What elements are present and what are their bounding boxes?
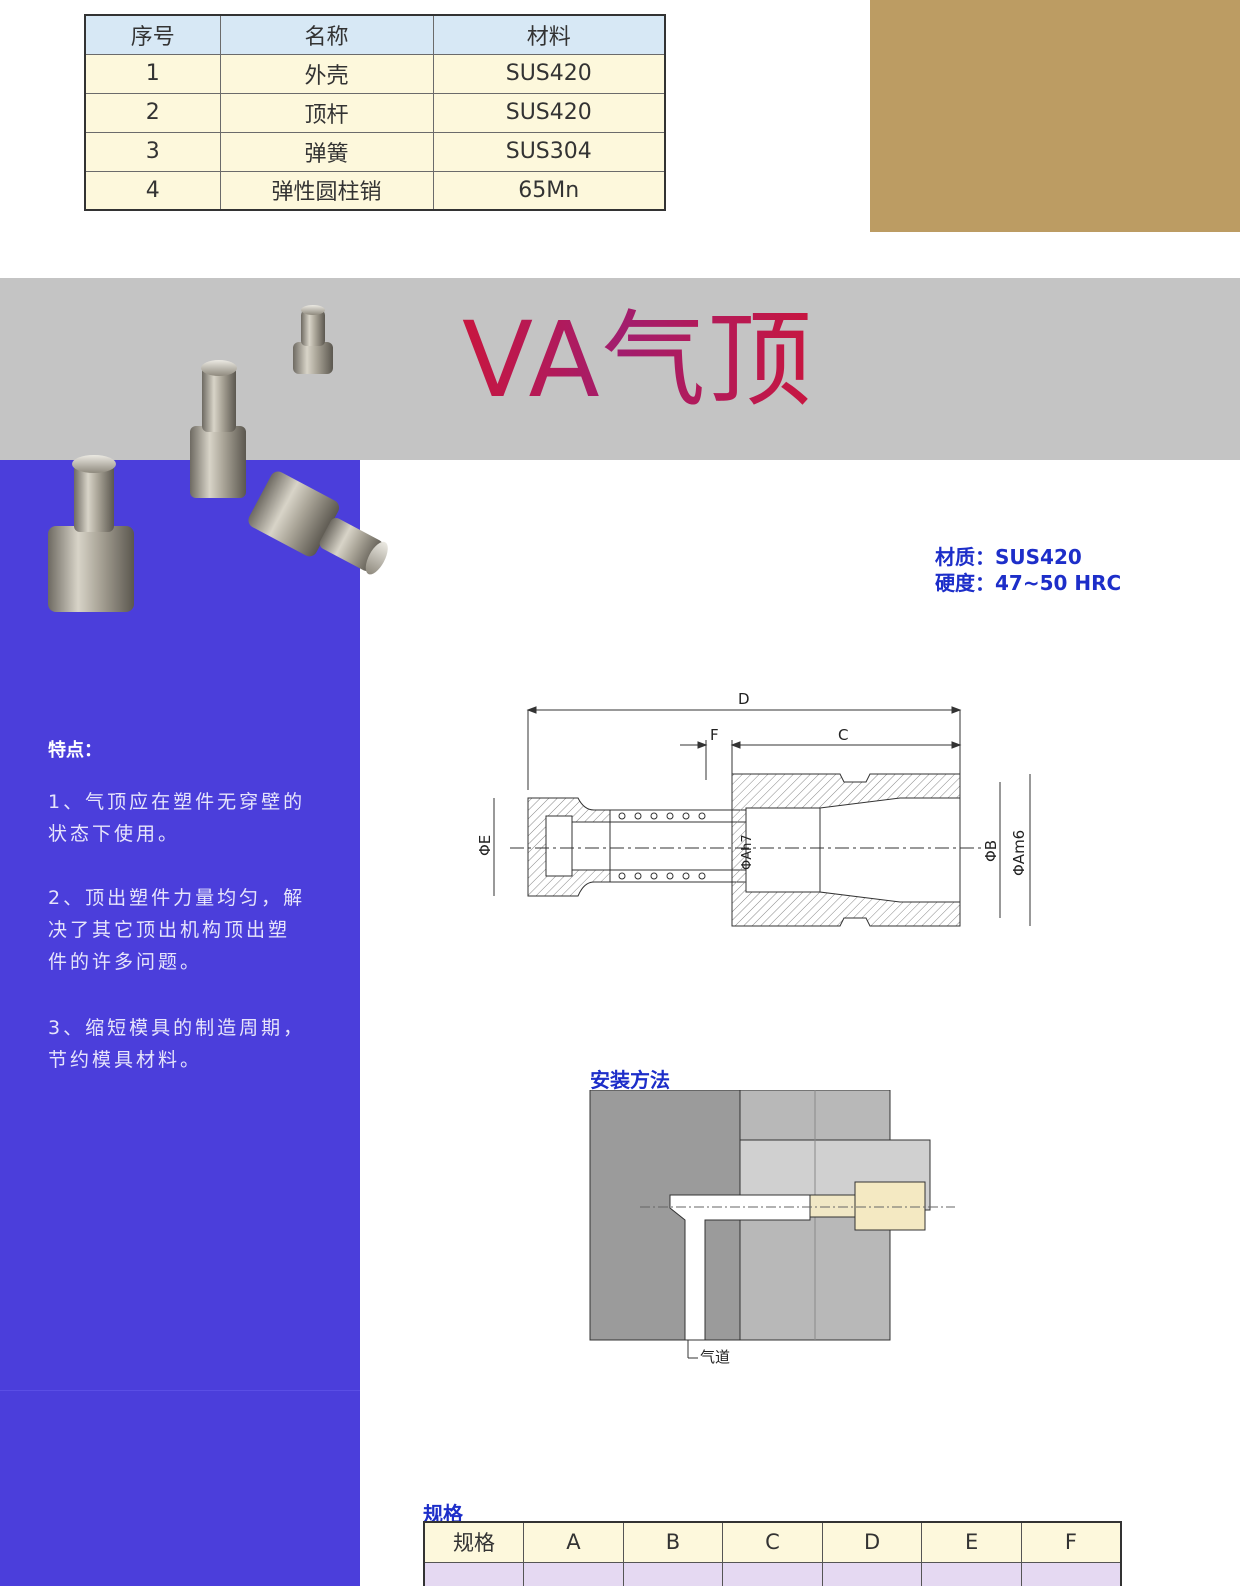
- technical-drawing: D F C ΦE ΦAh7 ΦB ΦAm6: [476, 690, 1031, 927]
- table-cell: 弹性圆柱销: [219, 170, 434, 211]
- table-cell: 顶杆: [219, 92, 434, 133]
- install-diagram: 气道: [589, 1090, 955, 1366]
- table-cell: 4: [84, 170, 221, 211]
- dim-phiam6-label: ΦAm6: [1010, 830, 1028, 876]
- dim-f-label: F: [710, 726, 719, 744]
- medium-pin-icon: [190, 360, 246, 498]
- large-pin-icon: [48, 455, 134, 612]
- table-row: [423, 1561, 1122, 1586]
- table-cell: 2: [84, 92, 221, 133]
- materials-header-cell: 材料: [432, 14, 666, 55]
- table-cell: [622, 1561, 724, 1586]
- table-cell: [722, 1561, 823, 1586]
- size-header-cell: 规格: [423, 1521, 525, 1563]
- size-header-cell: D: [821, 1521, 923, 1563]
- spec-material: 材质：SUS420: [935, 545, 1082, 569]
- materials-header-cell: 名称: [219, 14, 434, 55]
- sidebar-divider: [0, 1390, 360, 1391]
- table-row: 4 弹性圆柱销 65Mn: [84, 170, 666, 211]
- table-cell: [1020, 1561, 1122, 1586]
- dim-phib-label: ΦB: [982, 840, 1000, 862]
- table-cell: 3: [84, 131, 221, 172]
- feature-item: 1、气顶应在塑件无穿壁的状态下使用。: [48, 791, 306, 845]
- table-cell: [821, 1561, 923, 1586]
- page-title: VA气顶: [462, 299, 814, 421]
- table-cell: [921, 1561, 1022, 1586]
- table-cell: 外壳: [219, 53, 434, 94]
- product-photo: [48, 305, 388, 612]
- table-cell: 65Mn: [432, 170, 666, 211]
- table-cell: SUS304: [432, 131, 666, 172]
- size-header-row: 规格 A B C D E F: [423, 1521, 1122, 1563]
- table-cell: [523, 1561, 624, 1586]
- spec-hardness: 硬度：47~50 HRC: [935, 571, 1122, 595]
- table-cell: 弹簧: [219, 131, 434, 172]
- table-row: 1 外壳 SUS420: [84, 53, 666, 94]
- size-header-cell: B: [622, 1521, 724, 1563]
- dim-phiah7-label: ΦAh7: [740, 834, 755, 870]
- features-title: 特点：: [48, 740, 102, 761]
- size-header-cell: F: [1020, 1521, 1122, 1563]
- materials-header-row: 序号 名称 材料: [84, 14, 666, 55]
- table-row: 3 弹簧 SUS304: [84, 131, 666, 172]
- feature-item: 2、顶出塑件力量均匀，解决了其它顶出机构顶出塑件的许多问题。: [48, 887, 306, 973]
- table-cell: SUS420: [432, 53, 666, 94]
- size-header-cell: C: [722, 1521, 823, 1563]
- materials-table: 序号 名称 材料 1 外壳 SUS420 2 顶杆 SUS420 3 弹簧 SU…: [84, 14, 666, 211]
- table-cell: [423, 1561, 525, 1586]
- table-row: 2 顶杆 SUS420: [84, 92, 666, 133]
- materials-header-cell: 序号: [84, 14, 221, 55]
- size-header-cell: A: [523, 1521, 624, 1563]
- table-cell: SUS420: [432, 92, 666, 133]
- air-channel-label: 气道: [700, 1348, 730, 1366]
- small-pin-icon: [293, 305, 333, 374]
- feature-sidebar: 特点： 1、气顶应在塑件无穿壁的状态下使用。 2、顶出塑件力量均匀，解决了其它顶…: [0, 460, 360, 1586]
- gold-color-block: [870, 0, 1240, 232]
- dim-c-label: C: [838, 726, 848, 744]
- size-header-cell: E: [921, 1521, 1022, 1563]
- table-cell: 1: [84, 53, 221, 94]
- size-table: 规格 A B C D E F: [423, 1521, 1122, 1586]
- dim-phie-label: ΦE: [476, 835, 494, 856]
- lying-pin-icon: [248, 471, 388, 575]
- install-title: 安装方法: [590, 1068, 670, 1092]
- feature-item: 3、缩短模具的制造周期，节约模具材料。: [48, 1017, 306, 1071]
- dim-d-label: D: [738, 690, 750, 708]
- spec-block: 材质：SUS420 硬度：47~50 HRC: [935, 544, 1121, 596]
